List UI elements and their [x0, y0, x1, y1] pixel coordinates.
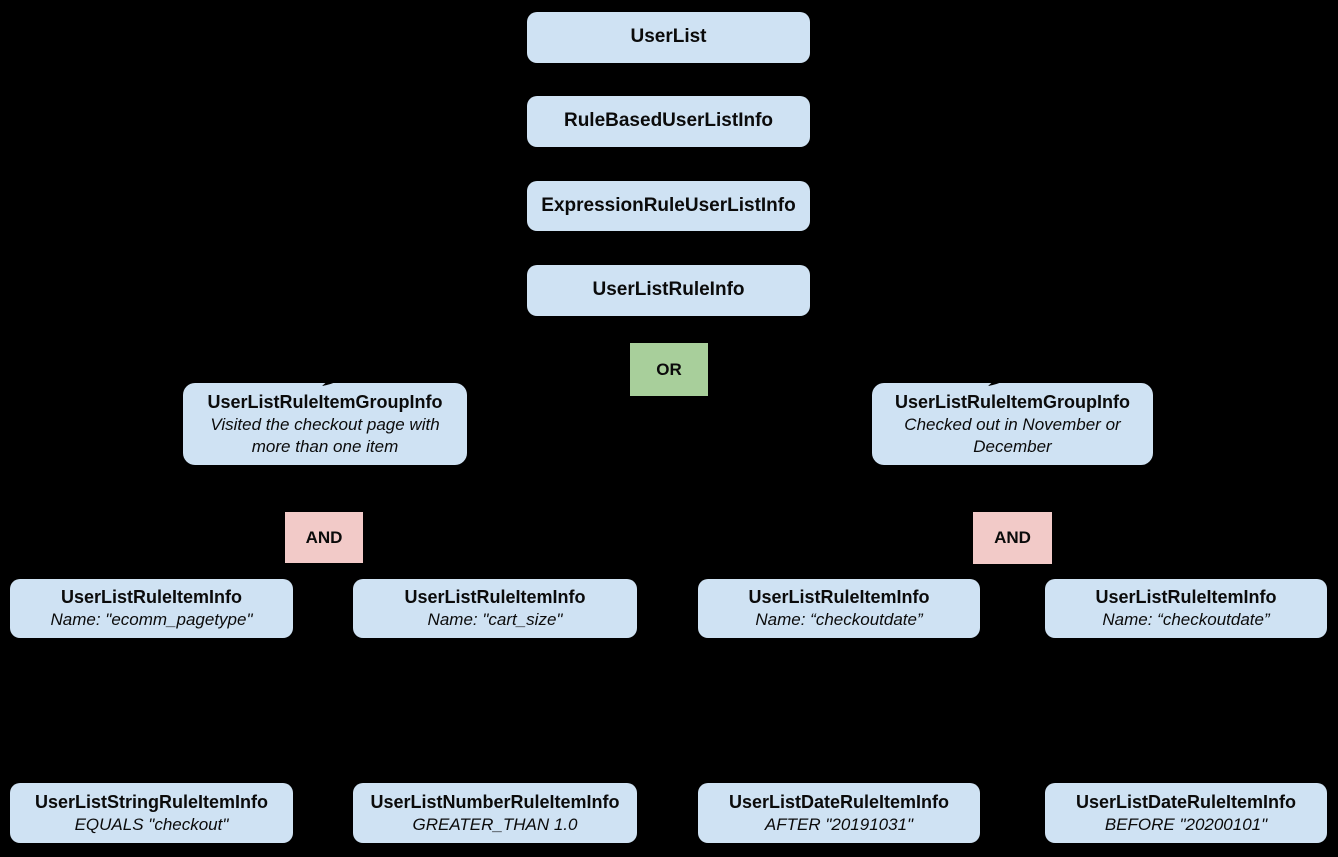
or-operator-node: OR — [630, 343, 708, 396]
connector-arrowhead-icon — [988, 372, 1016, 387]
node-userlistruleinfo: UserListRuleInfo — [527, 265, 810, 316]
node-label: UserListRuleItemInfo — [404, 587, 586, 608]
and-operator-node-left: AND — [285, 512, 363, 563]
node-label: UserListNumberRuleItemInfo — [370, 791, 620, 812]
node-detail: Name: "cart_size" — [427, 610, 563, 630]
node-label: ExpressionRuleUserListInfo — [541, 194, 796, 216]
node-detail: EQUALS "checkout" — [74, 814, 229, 834]
node-rule-item: UserListRuleItemInfo Name: "ecomm_pagety… — [10, 579, 293, 638]
node-detail: Name: "ecomm_pagetype" — [50, 610, 253, 630]
node-number-rule-item: UserListNumberRuleItemInfo GREATER_THAN … — [353, 783, 637, 843]
operator-label: AND — [994, 528, 1031, 547]
node-userlist: UserList — [527, 12, 810, 63]
node-label: UserListDateRuleItemInfo — [728, 791, 950, 812]
node-label: UserListDateRuleItemInfo — [1075, 791, 1297, 812]
node-description: Checked out in November or December — [904, 414, 1121, 456]
node-detail: AFTER "20191031" — [764, 814, 914, 834]
node-rulebaseduserlistinfo: RuleBasedUserListInfo — [527, 96, 810, 147]
node-detail: BEFORE "20200101" — [1104, 814, 1268, 834]
node-label: UserListRuleInfo — [592, 279, 745, 301]
node-rule-item: UserListRuleItemInfo Name: “checkoutdate… — [698, 579, 980, 638]
operator-label: AND — [305, 527, 343, 547]
node-expressionruleuserlistinfo: ExpressionRuleUserListInfo — [527, 181, 810, 231]
node-date-rule-item: UserListDateRuleItemInfo BEFORE "2020010… — [1045, 783, 1327, 843]
node-label: UserList — [630, 26, 707, 48]
node-rule-item: UserListRuleItemInfo Name: "cart_size" — [353, 579, 637, 638]
node-label: UserListRuleItemInfo — [60, 587, 243, 608]
node-label: UserListRuleItemInfo — [748, 587, 930, 608]
connector-arrowhead-icon — [322, 372, 350, 387]
node-label: UserListRuleItemGroupInfo — [207, 391, 443, 412]
node-label: UserListStringRuleItemInfo — [34, 791, 269, 812]
node-detail: Name: “checkoutdate” — [755, 610, 923, 630]
operator-label: OR — [656, 359, 682, 379]
node-string-rule-item: UserListStringRuleItemInfo EQUALS "check… — [10, 783, 293, 843]
node-rule-item: UserListRuleItemInfo Name: “checkoutdate… — [1045, 579, 1327, 638]
node-rule-item-group-right: UserListRuleItemGroupInfo Checked out in… — [872, 383, 1153, 465]
node-label: UserListRuleItemGroupInfo — [894, 391, 1131, 412]
node-rule-item-group-left: UserListRuleItemGroupInfo Visited the ch… — [183, 383, 467, 465]
node-label: RuleBasedUserListInfo — [563, 110, 774, 132]
and-operator-node-right: AND — [973, 512, 1052, 564]
node-detail: GREATER_THAN 1.0 — [412, 814, 578, 834]
node-label: UserListRuleItemInfo — [1095, 587, 1277, 608]
node-description: Visited the checkout page with more than… — [210, 414, 440, 456]
node-detail: Name: “checkoutdate” — [1102, 610, 1270, 630]
node-date-rule-item: UserListDateRuleItemInfo AFTER "20191031… — [698, 783, 980, 843]
